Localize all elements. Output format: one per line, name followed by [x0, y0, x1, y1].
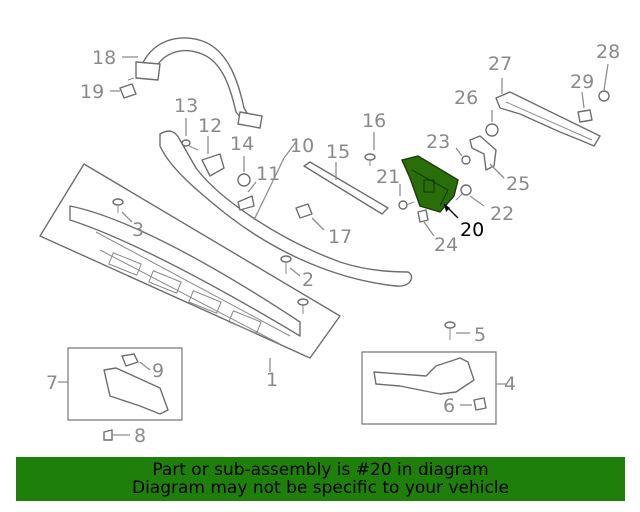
- part-19-bolt: [119, 77, 137, 99]
- callout-26: 26: [454, 87, 478, 109]
- callout-16: 16: [362, 110, 386, 132]
- callout-12: 12: [198, 115, 222, 137]
- callout-13: 13: [174, 95, 198, 117]
- part-21-bolt: [398, 200, 415, 210]
- callout-28: 28: [596, 41, 620, 63]
- part-17-block: [295, 203, 313, 219]
- part-25-bracket: [469, 135, 497, 171]
- part-23-bolt: [461, 155, 471, 165]
- callout-21: 21: [376, 166, 400, 188]
- part-10-lower-strip: [159, 130, 413, 287]
- part-24-clip: [417, 209, 429, 223]
- part-3-screw: [112, 198, 124, 213]
- part-18-upper-bracket: [135, 37, 263, 129]
- callout-22: 22: [490, 203, 514, 225]
- callout-17: 17: [328, 226, 352, 248]
- part-22-bolt: [455, 184, 472, 201]
- callout-15: 15: [326, 141, 350, 163]
- callout-4: 4: [504, 373, 516, 395]
- info-banner: Part or sub-assembly is #20 in diagram D…: [16, 457, 625, 501]
- group-box-7: [67, 347, 183, 421]
- part-8-clip: [103, 429, 113, 441]
- part-26-nut: [485, 123, 499, 137]
- part-16-screw: [364, 153, 376, 166]
- part-15-strip: [303, 161, 389, 215]
- banner-line-2: Diagram may not be specific to your vehi…: [131, 478, 509, 498]
- banner-line-1: Part or sub-assembly is #20 in diagram: [152, 460, 489, 480]
- callout-3: 3: [132, 219, 144, 241]
- callout-8: 8: [134, 425, 146, 447]
- part-14-nut: [237, 173, 251, 187]
- callout-29: 29: [570, 71, 594, 93]
- callout-19: 19: [80, 81, 104, 103]
- callout-10: 10: [290, 135, 314, 157]
- part-13-bolt: [181, 139, 199, 151]
- part-2-screw: [280, 255, 292, 274]
- callout-7: 7: [46, 372, 58, 394]
- callout-27: 27: [488, 53, 512, 75]
- part-1-bumper-beam: [39, 163, 341, 359]
- callout-25: 25: [506, 173, 530, 195]
- callout-20: 20: [460, 219, 484, 241]
- part-27-upper-rail: [495, 91, 601, 147]
- callout-9: 9: [152, 360, 164, 382]
- callout-2: 2: [302, 269, 314, 291]
- callout-24: 24: [434, 234, 458, 256]
- part-20-bracket: [401, 155, 459, 213]
- group-box-4: [361, 351, 497, 425]
- callout-5: 5: [474, 324, 486, 346]
- callout-23: 23: [426, 131, 450, 153]
- part-2b-screw: [297, 298, 309, 314]
- part-28-screw: [598, 90, 610, 102]
- part-11-clip: [237, 195, 255, 211]
- callout-11: 11: [256, 163, 280, 185]
- part-12-bracket: [201, 153, 225, 177]
- callout-18: 18: [92, 47, 116, 69]
- part-5-screw: [444, 321, 456, 340]
- callout-14: 14: [230, 133, 254, 155]
- parts-diagram: 1 2 3 4 5 6 7 8 9 10 11 12 13 14 15 16 1…: [39, 37, 620, 447]
- part-29-clip: [577, 109, 593, 123]
- callout-1: 1: [266, 369, 278, 391]
- callout-6: 6: [443, 395, 455, 417]
